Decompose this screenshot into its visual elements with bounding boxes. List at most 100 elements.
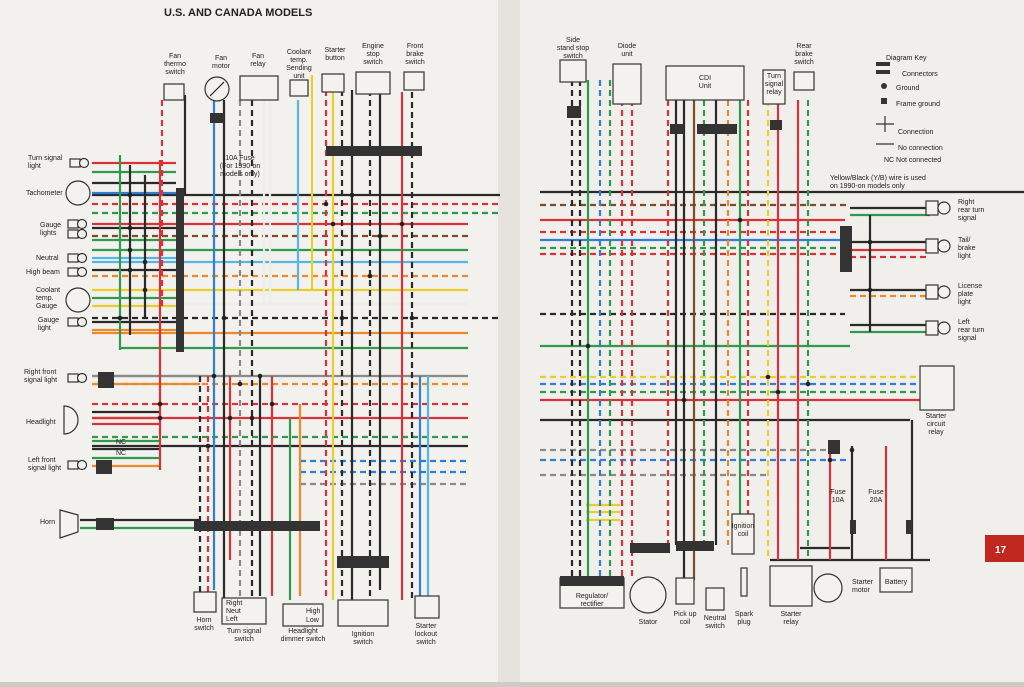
label-line: switch bbox=[363, 59, 383, 66]
connection-dot bbox=[117, 315, 123, 321]
label-line: Neut bbox=[226, 608, 241, 615]
turn-signal-relay bbox=[762, 69, 786, 105]
starter-relay bbox=[769, 565, 813, 607]
label-line: Turn signal bbox=[28, 155, 63, 162]
cdi-connector-2 bbox=[697, 124, 737, 134]
label-line: Horn bbox=[40, 519, 55, 526]
label-line: Rear bbox=[796, 43, 812, 50]
fuse-20a bbox=[906, 520, 912, 534]
gauge-light-3-socket bbox=[67, 317, 79, 327]
fuse-10a bbox=[850, 520, 856, 534]
label-diagram-key-frame-ground: Frame ground bbox=[896, 101, 940, 108]
label-line: Unit bbox=[699, 83, 712, 90]
license-plate-light-socket bbox=[925, 284, 939, 300]
connection-dot bbox=[867, 239, 873, 245]
connection-dot bbox=[805, 381, 811, 387]
connection-dot bbox=[269, 401, 275, 407]
label-left-components-horn: Horn bbox=[40, 519, 55, 526]
fan-relay bbox=[239, 75, 279, 101]
label-bottom-components-regulator-rectifier: Regulator/rectifier bbox=[576, 593, 608, 608]
label-bottom-components-tss-left: Left bbox=[226, 616, 238, 623]
label-line: motor bbox=[212, 63, 231, 70]
key-ground-symbol bbox=[881, 83, 887, 89]
turn-signal-light-socket bbox=[69, 158, 81, 168]
label-line: Fuse bbox=[868, 489, 884, 496]
label-line: relay bbox=[250, 61, 266, 68]
label-line: circuit bbox=[927, 421, 945, 428]
turn-relay-connector bbox=[770, 120, 782, 130]
label-diagram-key-title: Diagram Key bbox=[886, 55, 927, 62]
ignition-harness-connector bbox=[337, 556, 389, 568]
starter-lockout-switch bbox=[414, 595, 440, 619]
high-beam-light-icon bbox=[76, 266, 88, 278]
label-left-components-neutral: Neutral bbox=[36, 255, 59, 262]
label-line: Fan bbox=[215, 55, 227, 62]
right-rear-turn-signal-socket bbox=[925, 200, 939, 216]
connection-dot bbox=[827, 457, 833, 463]
coolant-temp-sending-unit bbox=[289, 79, 309, 97]
page-gutter bbox=[498, 0, 520, 682]
connection-dot bbox=[765, 374, 771, 380]
label-line: High bbox=[306, 608, 321, 615]
label-line: rear turn bbox=[958, 207, 985, 214]
label-line: Ground bbox=[896, 85, 919, 92]
label-line: Headlight bbox=[288, 628, 318, 635]
spark-plug-icon bbox=[740, 567, 748, 597]
stator-icon bbox=[629, 576, 667, 614]
label-line: Connection bbox=[898, 129, 934, 136]
label-line: switch bbox=[405, 59, 425, 66]
right-front-signal-light-socket bbox=[67, 373, 79, 383]
starter-circuit-relay bbox=[919, 365, 955, 411]
label-line: Starter bbox=[324, 47, 346, 54]
headlight-icon bbox=[63, 405, 79, 435]
tail-brake-light-icon bbox=[937, 239, 951, 253]
neutral-light-socket bbox=[67, 253, 79, 263]
label-line: switch bbox=[165, 69, 185, 76]
ignition-switch bbox=[337, 599, 389, 627]
label-line: Horn bbox=[196, 617, 211, 624]
page-number-badge bbox=[985, 535, 1024, 562]
label-line: Front bbox=[407, 43, 423, 50]
label-line: Engine bbox=[362, 43, 384, 50]
label-line: light bbox=[38, 325, 51, 332]
right-front-signal-light-icon bbox=[76, 372, 88, 384]
fuse-holder-connector bbox=[828, 440, 840, 454]
connection-dot bbox=[249, 415, 255, 421]
label-diagram-key-connection: Connection bbox=[898, 129, 934, 136]
label-line: Yellow/Black (Y/B) wire is used bbox=[830, 175, 926, 182]
connection-dot bbox=[737, 217, 743, 223]
label-line: High beam bbox=[26, 269, 60, 276]
neutral-switch bbox=[705, 587, 725, 611]
starter-motor-icon bbox=[813, 573, 843, 603]
label-line: Neutral bbox=[704, 615, 727, 622]
rear-brake-switch bbox=[793, 71, 815, 91]
label-line: temp. bbox=[36, 295, 54, 302]
label-line: unit bbox=[293, 73, 304, 80]
label-bottom-components-dimmer-low: Low bbox=[306, 617, 320, 624]
high-beam-light-socket bbox=[67, 267, 79, 277]
gauge-light-2-socket bbox=[67, 229, 79, 239]
label-line: button bbox=[325, 55, 345, 62]
label-bottom-components-stator: Stator bbox=[639, 619, 658, 626]
license-plate-light-icon bbox=[937, 285, 951, 299]
label-line: temp. bbox=[290, 57, 308, 64]
label-line: Right front bbox=[24, 369, 56, 376]
label-bottom-components-dimmer-high: High bbox=[306, 608, 321, 615]
label-line: models only) bbox=[220, 171, 260, 178]
label-line: Coolant bbox=[287, 49, 311, 56]
label-line: stop bbox=[366, 51, 379, 58]
fan-thermo-switch bbox=[163, 83, 185, 101]
label-line: Frame ground bbox=[896, 101, 940, 108]
